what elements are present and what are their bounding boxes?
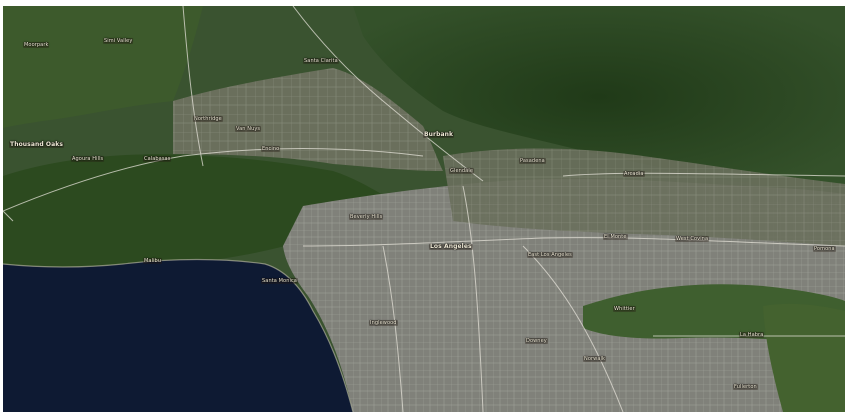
map-label-moorpark[interactable]: Moorpark: [23, 42, 50, 48]
map-label-simi-valley[interactable]: Simi Valley: [103, 38, 134, 44]
map-label-agoura-hills[interactable]: Agoura Hills: [71, 156, 105, 162]
map-label-malibu[interactable]: Malibu: [143, 258, 163, 264]
san-gabriel-mountains: [353, 6, 845, 188]
map-label-west-covina[interactable]: West Covina: [675, 236, 710, 242]
map-label-beverly-hills[interactable]: Beverly Hills: [349, 214, 384, 220]
map-label-glendale[interactable]: Glendale: [449, 168, 475, 174]
map-label-la-habra[interactable]: La Habra: [739, 332, 765, 338]
map-label-pomona[interactable]: Pomona: [813, 246, 836, 252]
san-fernando-valley: [173, 68, 443, 171]
map-label-encino[interactable]: Encino: [261, 146, 281, 152]
map-label-fullerton[interactable]: Fullerton: [733, 384, 758, 390]
map-label-burbank[interactable]: Burbank: [423, 131, 455, 138]
map-label-east-los-angeles[interactable]: East Los Angeles: [527, 252, 573, 258]
satellite-imagery: [3, 6, 845, 412]
coastline: [3, 258, 354, 412]
map-label-santa-monica[interactable]: Santa Monica: [261, 278, 298, 284]
satellite-map[interactable]: Simi Valley Moorpark Santa Clarita Thous…: [3, 6, 845, 412]
san-gabriel-valley: [443, 148, 845, 246]
pacific-ocean: [3, 259, 353, 412]
freeways: [3, 6, 845, 412]
map-label-whittier[interactable]: Whittier: [613, 306, 636, 312]
map-label-calabasas[interactable]: Calabasas: [143, 156, 172, 162]
map-label-pasadena[interactable]: Pasadena: [519, 158, 546, 164]
map-label-inglewood[interactable]: Inglewood: [369, 320, 398, 326]
northwest-hills: [3, 6, 203, 128]
map-label-santa-clarita[interactable]: Santa Clarita: [303, 58, 339, 64]
map-label-downey[interactable]: Downey: [525, 338, 548, 344]
map-label-el-monte[interactable]: El Monte: [603, 234, 628, 240]
map-label-northridge[interactable]: Northridge: [193, 116, 223, 122]
map-label-norwalk[interactable]: Norwalk: [583, 356, 606, 362]
map-label-van-nuys[interactable]: Van Nuys: [235, 126, 262, 132]
map-label-thousand-oaks[interactable]: Thousand Oaks: [9, 141, 65, 148]
map-label-arcadia[interactable]: Arcadia: [623, 171, 645, 177]
map-label-los-angeles[interactable]: Los Angeles: [429, 243, 473, 250]
palos-verdes-green: [763, 303, 845, 412]
